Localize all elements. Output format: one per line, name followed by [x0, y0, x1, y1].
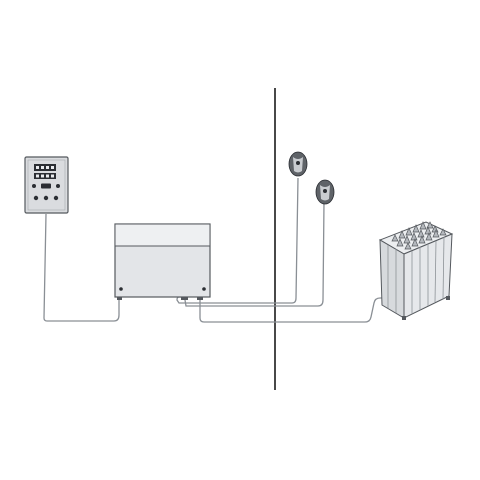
wire-unit-to-heater [199, 297, 385, 323]
power-unit-cable-gland-left [117, 297, 122, 300]
wire-panel-to-unit [43, 213, 120, 322]
display-digits [36, 166, 54, 178]
panel-button-bottom-right [53, 195, 59, 201]
panel-button-left [32, 184, 36, 188]
panel-button-center [41, 183, 51, 189]
display-bottom [34, 173, 56, 179]
control-panel-frame [27, 159, 66, 211]
sensor-2-center [323, 189, 327, 193]
heater-foot-left [402, 316, 406, 320]
panel-button-bottom-mid [43, 195, 49, 201]
power-unit-icon [114, 223, 211, 300]
power-unit-screw-right [202, 287, 206, 291]
control-panel-icon [24, 156, 69, 214]
display-top [34, 164, 56, 171]
heater-stones [391, 221, 447, 250]
sensor-icon [288, 151, 308, 177]
panel-button-right [56, 184, 60, 188]
heater-ribs [387, 236, 445, 314]
heater-front-face [379, 239, 405, 319]
power-unit-cable-gland-right [197, 297, 203, 300]
panel-button-bottom-left [33, 195, 39, 201]
power-unit-top [114, 223, 211, 247]
sensor-icon [315, 179, 335, 205]
wiring [43, 177, 385, 323]
sauna-heater-icon [378, 221, 454, 320]
wire-unit-to-sensor-2 [184, 201, 325, 307]
power-unit-screw-left [119, 287, 123, 291]
heater-foot-right [446, 296, 450, 300]
power-unit-cable-gland-mid [181, 297, 188, 300]
sensor-1-center [296, 161, 300, 165]
